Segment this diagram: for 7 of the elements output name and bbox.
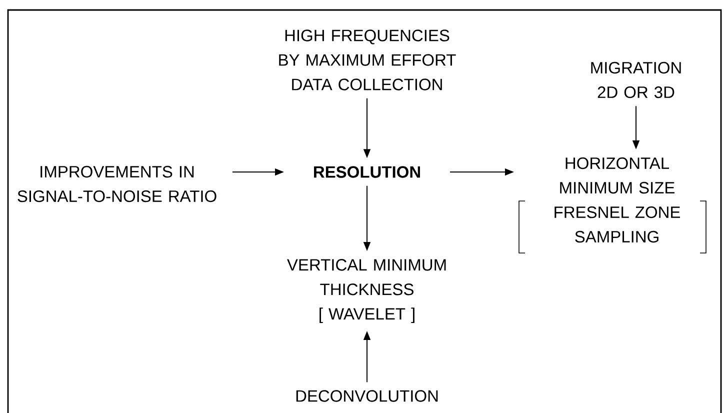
cause-text: MIGRATION 2D OR 3D — [591, 62, 681, 98]
outcome-text: VERTICAL MINIMUM THICKNESS [ WAVELET ] — [287, 259, 446, 323]
cause-text: HIGH FREQUENCIES BY MAXIMUM EFFORT DATA COLLECTION — [279, 30, 456, 90]
cause-text: DECONVOLUTION — [296, 390, 438, 402]
outcome-text: HORIZONTAL MINIMUM SIZE FRESNEL ZONE SAMPLING — [554, 157, 680, 243]
central-concept: RESOLUTION — [314, 166, 420, 178]
cause-text: IMPROVEMENTS IN SIGNAL-TO-NOISE RATIO — [18, 166, 216, 202]
